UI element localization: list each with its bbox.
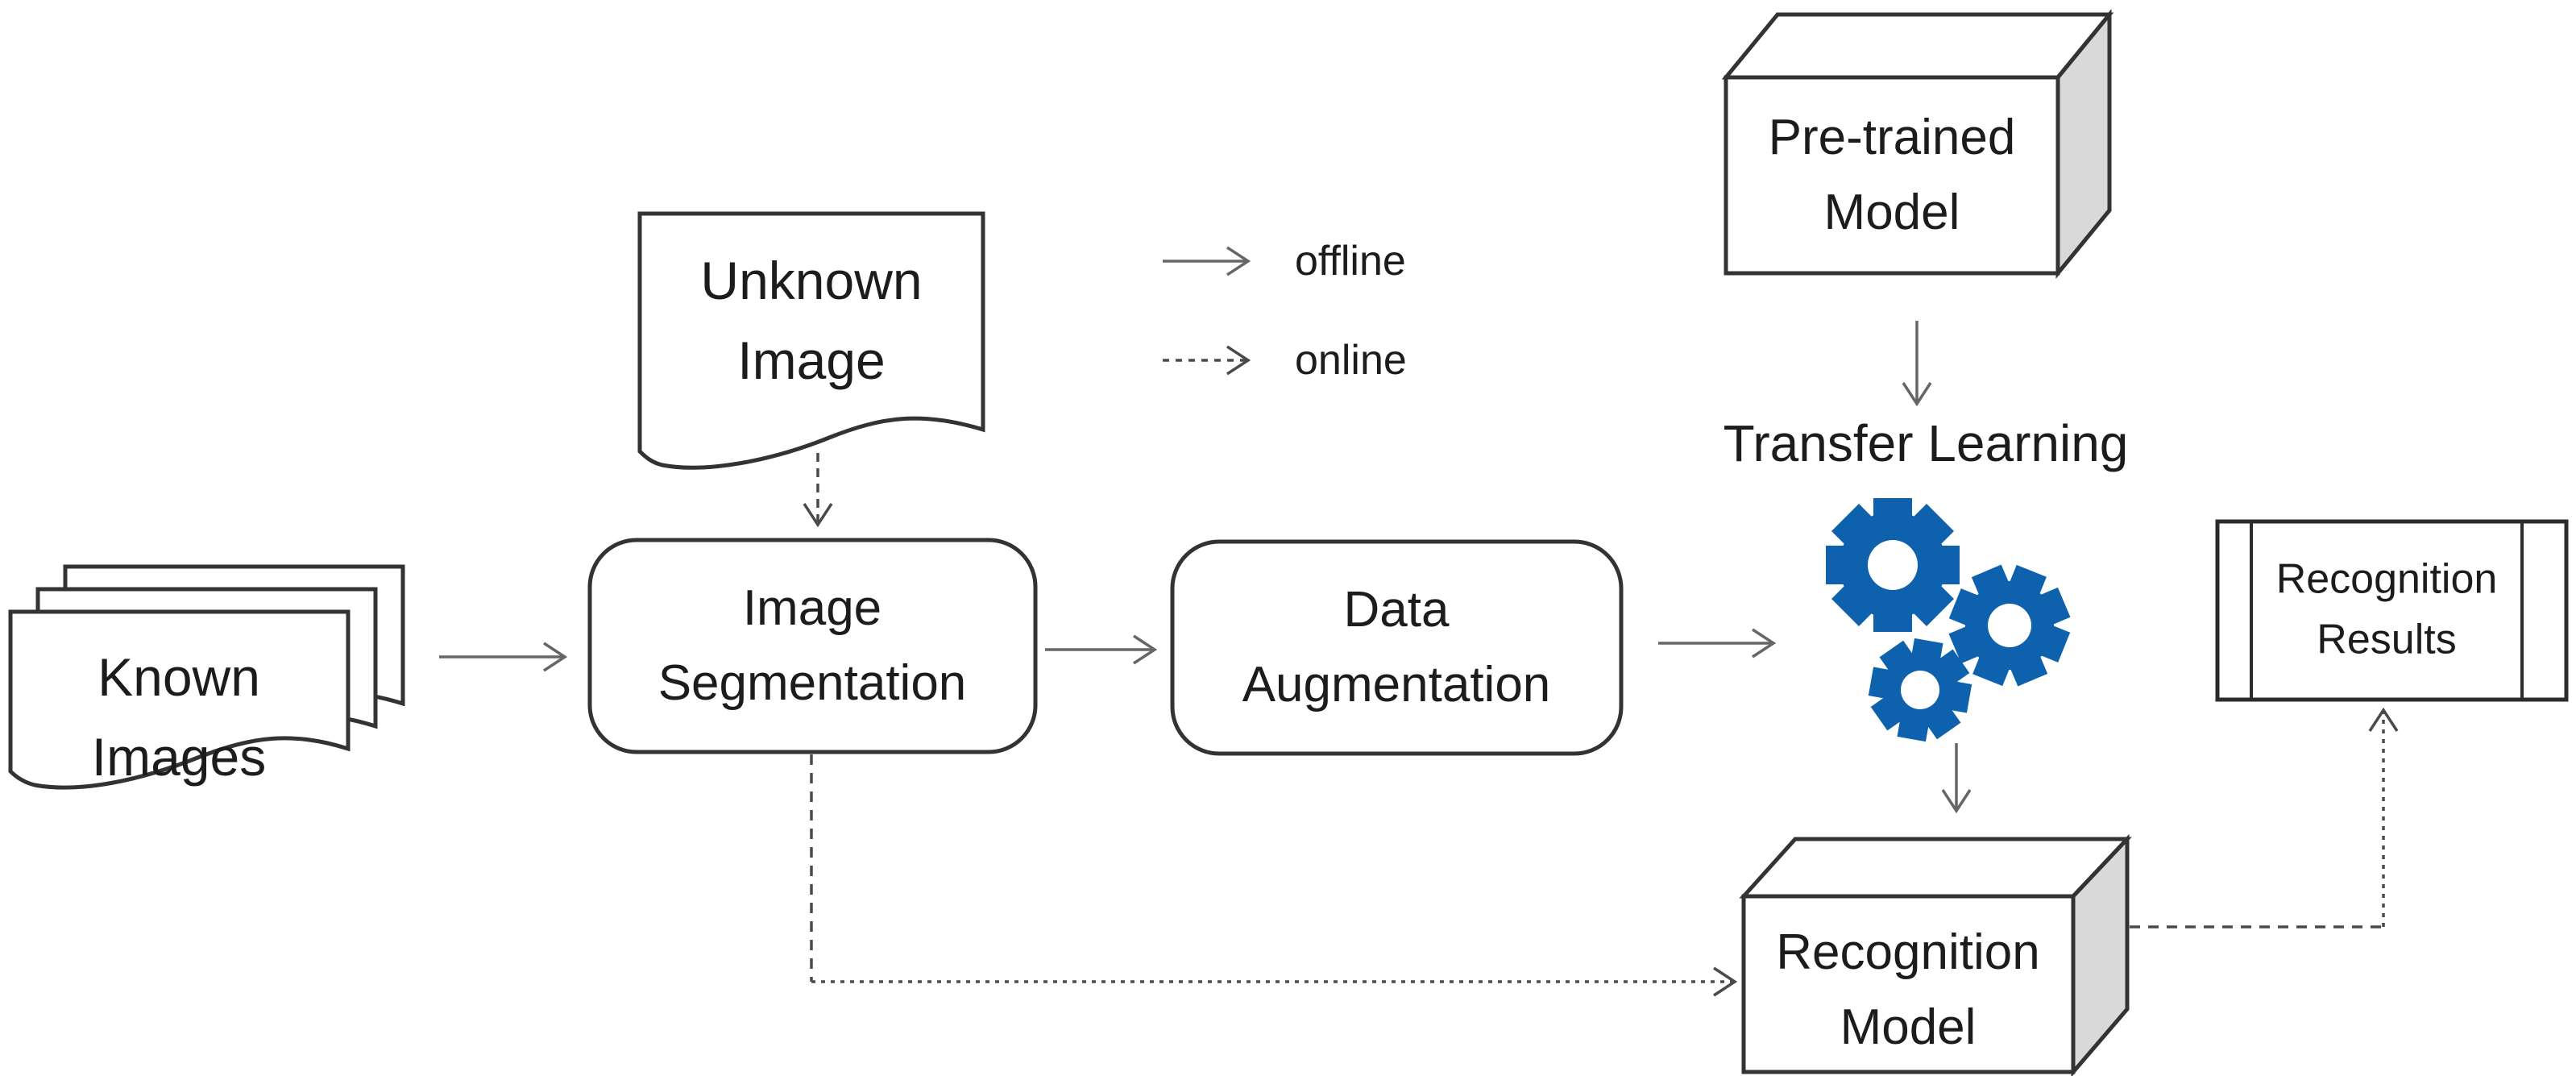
gears-icon	[1826, 498, 2071, 742]
legend-arrows	[1163, 246, 1251, 376]
unknown-image-label: Unknown Image	[700, 251, 923, 390]
legend-online-label: online	[1295, 337, 1407, 384]
legend-offline-label: offline	[1295, 238, 1406, 285]
online-arrows	[803, 453, 2399, 997]
cube-top-face	[1739, 837, 2132, 899]
recognition-results-node	[2215, 519, 2569, 702]
image-segmentation-node	[587, 538, 1038, 754]
gear-small	[1868, 638, 1972, 742]
unknown-image-node	[637, 211, 985, 470]
known-images-node	[8, 564, 405, 790]
known-images-label: Known Images	[91, 647, 267, 787]
cube-top-face	[1721, 12, 2114, 80]
gear-medium	[1948, 564, 2071, 687]
pretrained-model-node	[1721, 9, 2114, 279]
cube-front-face	[1724, 75, 2060, 276]
cube-front-face	[1741, 894, 2076, 1074]
recognition-results-label: Recognition Results	[2275, 555, 2498, 663]
transfer-learning-label: Transfer Learning	[1723, 414, 2129, 472]
recognition-model-node	[1739, 833, 2132, 1076]
data-augmentation-node	[1170, 539, 1624, 756]
gear-large	[1826, 498, 1960, 632]
image-segmentation-label: Image Segmentation	[657, 580, 967, 711]
document-shape-front	[8, 609, 351, 790]
pretrained-model-label: Pre-trained Model	[1768, 110, 2016, 240]
offline-arrows	[439, 321, 1972, 814]
data-augmentation-label: Data Augmentation	[1242, 582, 1551, 712]
recognition-model-label: Recognition Model	[1776, 924, 2040, 1055]
